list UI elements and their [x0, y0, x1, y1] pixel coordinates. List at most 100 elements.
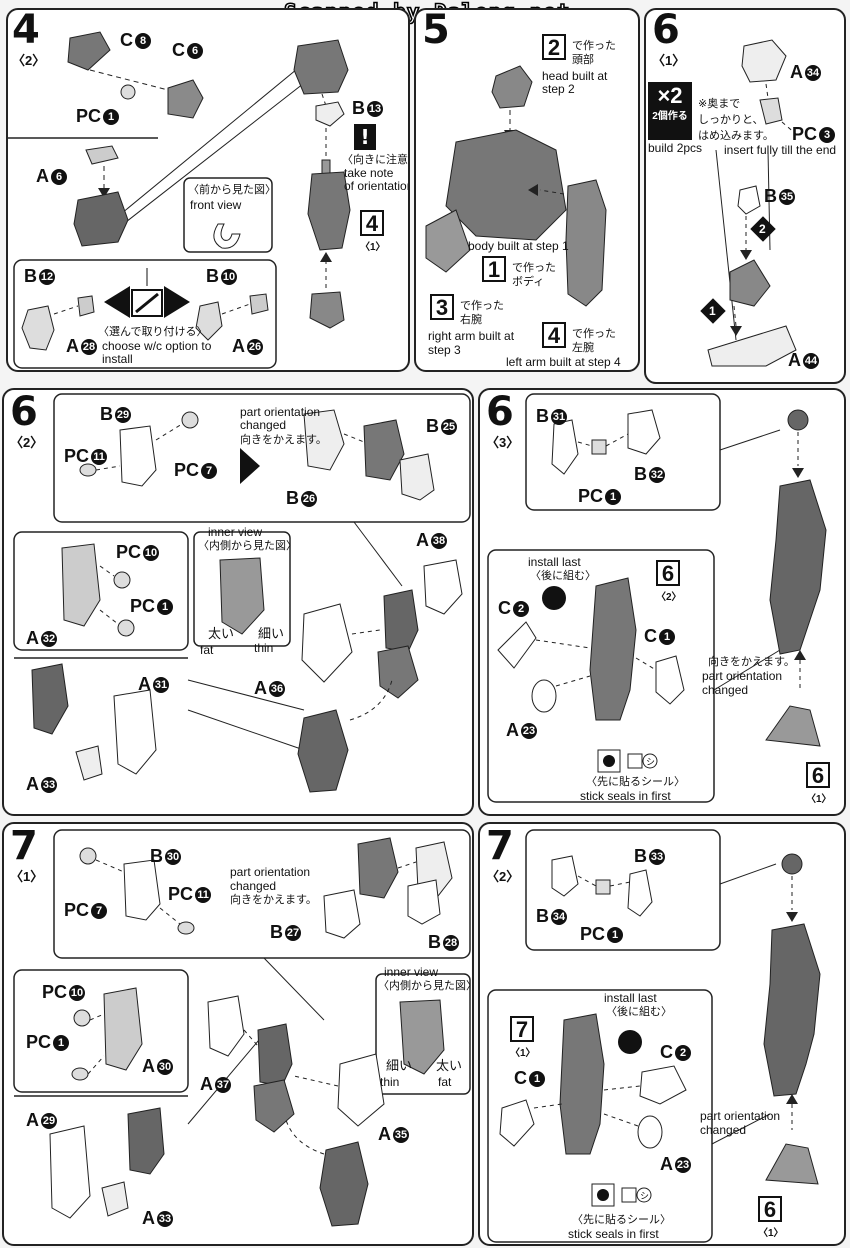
install-last-en: install last	[604, 991, 657, 1005]
order-badge-1: 1	[709, 304, 716, 318]
orientation-jp: 向きをかえます。	[240, 434, 327, 446]
ref2-step-sub: 〈1〉	[806, 794, 832, 805]
body-jp-line-1: で作った	[512, 262, 556, 274]
fat-en: fat	[438, 1075, 452, 1089]
step-sub-number: 〈2〉	[486, 869, 520, 884]
ref2-step-box: 6	[758, 1196, 782, 1222]
step-sub-number: 〈3〉	[486, 435, 520, 450]
head-en-line-2: step 2	[542, 82, 575, 96]
ref2-step-box: 6	[806, 762, 830, 788]
seal-first-en: stick seals in first	[580, 789, 671, 803]
body-en: body built at step 1	[468, 239, 569, 253]
install-last-jp: 〈後に組む〉	[606, 1006, 672, 1018]
head-step-box: 2	[542, 34, 566, 60]
insert-jp-line-1: ※奥まで	[698, 98, 741, 110]
head-jp-line-2: 頭部	[572, 54, 594, 66]
orientation-en-line-1: part orientation	[702, 669, 783, 683]
inner-view-jp: 〈内側から見た図〉	[378, 980, 474, 992]
orientation-jp: 向きをかえます。	[708, 656, 795, 668]
times-two: ×2	[657, 83, 683, 108]
build-twice-badge: ×2 2個作る	[648, 82, 692, 140]
thin-jp: 細い	[258, 626, 285, 641]
ref-step-sub: 〈1〉	[510, 1048, 536, 1059]
step-7-1-artwork	[13, 829, 471, 1227]
step-4-2-artwork: !	[8, 31, 376, 369]
front-view-en: front view	[190, 198, 242, 212]
panel-step-4-2: ! 4 〈2〉 C8 C6 PC1 A6 B13 〈向きに注意〉 take n	[6, 8, 410, 372]
seal-mark: シ	[640, 1191, 650, 1201]
svg-text:!: !	[360, 125, 369, 149]
left-arm-jp-line-1: で作った	[572, 328, 616, 340]
step-number: 7	[486, 823, 514, 869]
choose-option-en-line-2: install	[102, 352, 133, 366]
orientation-en-line-2: changed	[230, 879, 277, 893]
step-6-3-artwork	[487, 393, 827, 803]
right-arm-jp-line-2: 右腕	[460, 314, 482, 326]
left-arm-en: left arm built at step 4	[506, 355, 621, 369]
left-arm-jp-line-2: 左腕	[572, 342, 594, 354]
insert-jp-line-3: はめ込みます。	[698, 130, 774, 142]
orientation-en-line-1: part orientation	[230, 865, 311, 879]
orientation-en-line-1: part orientation	[700, 1109, 781, 1123]
caution-jp: 〈向きに注意〉	[342, 154, 408, 166]
head-en-line-1: head built at	[542, 69, 608, 83]
thin-jp: 細い	[386, 1058, 413, 1073]
fat-en: fat	[200, 643, 214, 657]
build-twice-en: build 2pcs	[648, 141, 703, 155]
order-badge-2: 2	[759, 222, 766, 236]
body-step-box: 1	[482, 256, 506, 282]
orientation-jp: 向きをかえます。	[230, 894, 317, 906]
build-twice-jp: 2個作る	[652, 111, 688, 122]
insert-en: insert fully till the end	[724, 143, 837, 157]
head-jp-line-1: で作った	[572, 40, 616, 52]
step-6-2-artwork	[13, 393, 471, 793]
body-jp-line-2: ボディ	[512, 276, 545, 288]
step-number: 6	[10, 389, 38, 435]
caution-en-line-2: of orientation	[344, 179, 410, 193]
install-last-jp: 〈後に組む〉	[530, 570, 596, 582]
ref2-step-sub: 〈1〉	[758, 1228, 784, 1239]
front-view-jp: 〈前から見た図〉	[188, 184, 276, 196]
step-6-1-artwork	[700, 39, 797, 367]
right-arm-step-box: 3	[430, 294, 454, 320]
choose-option-en-line-1: choose w/c option to	[102, 339, 212, 353]
step-number: 7	[10, 823, 38, 869]
